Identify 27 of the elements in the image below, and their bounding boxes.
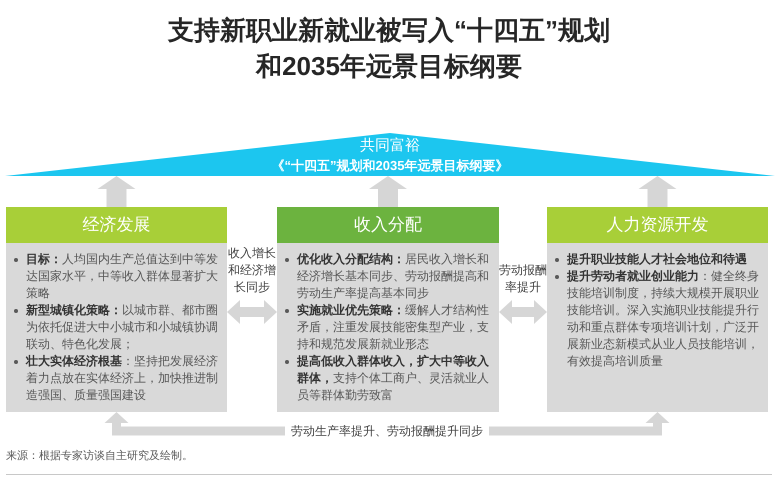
double-arrow [499, 300, 547, 324]
diagram-title: 支持新职业新就业被写入“十四五”规划和2035年远景目标纲要 [166, 14, 611, 83]
banner-title: 共同富裕 [360, 137, 420, 155]
edge-label: 劳动生产率提升、劳动报酬提升同步 [285, 423, 489, 439]
edge-label: 收入增长和经济增长同步 [227, 245, 277, 296]
up-arrow [98, 176, 136, 207]
panel-header: 收入分配 [277, 207, 499, 243]
bullet-text: 提升劳动者就业创业能力：健全终身技能培训制度，持续大规模开展职业技能培训。深入实施职业技能提升行动和重点群体专项培训计划，广泛开展新业态新模式从业人员技能培训，有效提高培训质量 [567, 268, 760, 370]
bullet-text: 提高低收入群体收入，扩大中等收入群体，支持个体工商户、灵活就业人员等群体勤劳致富 [297, 353, 490, 404]
double-arrow [227, 300, 277, 324]
pillar-panel [277, 207, 499, 412]
bullet-text: 壮大实体经济根基：坚持把发展经济着力点放在实体经济上，加快推进制造强国、质量强国建设 [26, 353, 219, 404]
bullet-text: 目标：人均国内生产总值达到中等发达国家水平，中等收入群体显著扩大策略 [26, 251, 219, 302]
up-arrow [369, 176, 407, 207]
pillar-panel [6, 207, 227, 412]
panel-header: 人力资源开发 [547, 207, 768, 243]
edge-label: 劳动报酬率提升 [499, 262, 547, 296]
up-arrow [638, 176, 676, 207]
panel-header: 经济发展 [6, 207, 227, 243]
pillar-panel [547, 207, 768, 412]
bullet-text: 提升职业技能人才社会地位和待遇 [567, 251, 748, 268]
roof-banner [5, 133, 775, 176]
note-text: 来源：根据专家访谈自主研究及绘制。 [6, 449, 193, 463]
bullet-text: 实施就业优先策略：缓解人才结构性矛盾，注重发展技能密集型产业，支持和规范发展新就业形态 [297, 302, 490, 353]
bullet-text: 优化收入分配结构：居民收入增长和经济增长基本同步、劳动报酬提高和劳动生产率提高基本同步 [297, 251, 490, 302]
banner-subtitle: 《“十四五”规划和2035年远景目标纲要》 [272, 157, 508, 174]
bullet-text: 新型城镇化策略：以城市群、都市圈为依托促进大中小城市和小城镇协调联动、特色化发展； [26, 302, 219, 353]
